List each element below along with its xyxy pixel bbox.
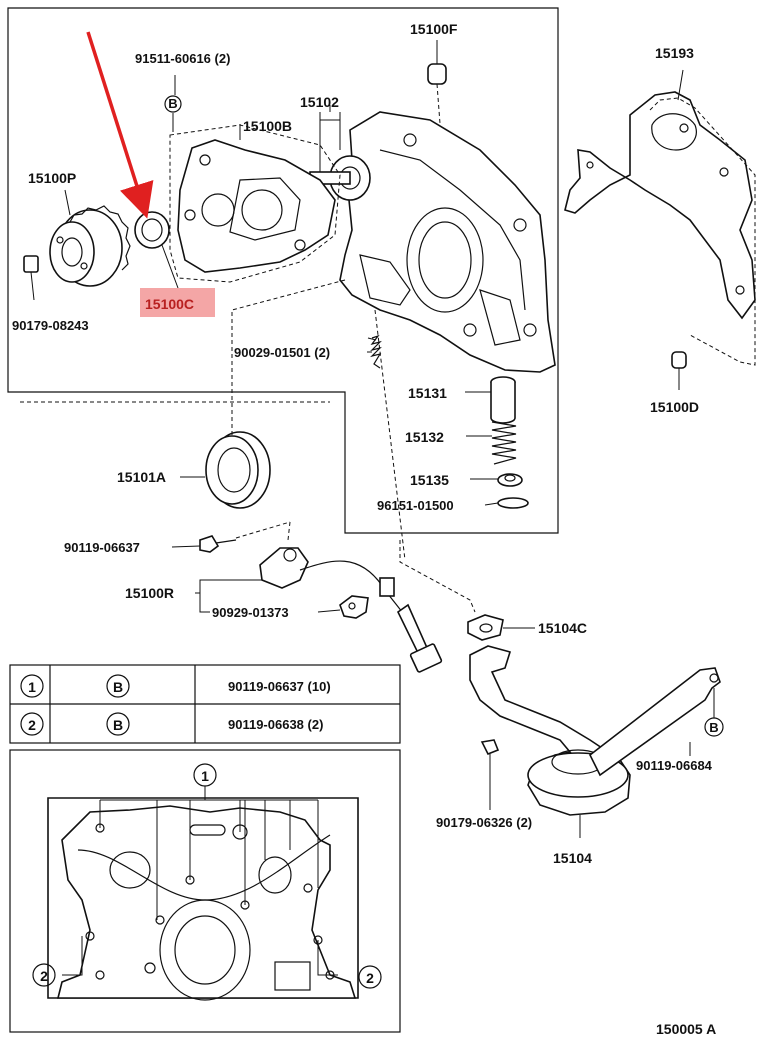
strainer-15104 <box>469 645 721 838</box>
bolt-90179-06326 <box>480 739 500 810</box>
label-15100C: 15100C <box>145 296 194 312</box>
pin-90029-01501 <box>367 334 382 369</box>
red-arrow-indicator <box>86 31 154 219</box>
row2-number-circle <box>20 712 44 736</box>
label-91511-60616: 91511-60616 (2) <box>135 51 230 66</box>
screw-90179-08243 <box>23 255 39 301</box>
row1-symbol-circle <box>106 674 130 698</box>
row1-number: 1 <box>28 679 36 695</box>
label-15104C: 15104C <box>538 620 587 636</box>
main-assembly-frame <box>7 7 559 534</box>
label-15100R: 15100R <box>125 585 174 601</box>
label-15100F: 15100F <box>410 21 458 37</box>
label-15135: 15135 <box>410 472 449 488</box>
sensor-15100R <box>259 547 443 673</box>
gasket-15193 <box>564 91 756 320</box>
label-90119-06637: 90119-06637 <box>64 540 140 555</box>
diagram-reference-code: 150005 A <box>656 1021 716 1037</box>
bracket-15102 <box>319 112 341 121</box>
bolt-leaders-2 <box>62 936 338 976</box>
label-15100D: 15100D <box>650 399 699 415</box>
view-callout-2-right-label: 2 <box>366 970 374 986</box>
label-15102: 15102 <box>300 94 339 110</box>
row2-symbol: B <box>113 717 123 733</box>
bolt-location-frame <box>9 749 401 1033</box>
callout-b-top-label: B <box>168 96 177 111</box>
bracket-15100R <box>195 579 262 613</box>
highlight-15100C <box>140 288 215 317</box>
gear-15100P <box>49 189 131 287</box>
retainer-15135 <box>470 473 523 487</box>
label-96151-01500: 96151-01500 <box>377 498 454 513</box>
spring-15132 <box>466 421 517 465</box>
label-15100P: 15100P <box>28 170 76 186</box>
label-15132: 15132 <box>405 429 444 445</box>
view-callout-2-left-label: 2 <box>40 968 48 984</box>
label-15193: 15193 <box>655 45 694 61</box>
label-15104: 15104 <box>553 850 592 866</box>
view-callout-2-left <box>32 963 56 987</box>
bolt-90119-06637 <box>171 521 291 553</box>
label-15100B: 15100B <box>243 118 292 134</box>
label-90029-01501: 90029-01501 (2) <box>234 345 330 360</box>
label-90119-06684: 90119-06684 <box>636 758 713 773</box>
gasket-dash-outline <box>649 97 756 366</box>
pin-15100F <box>427 40 447 151</box>
label-90179-08243: 90179-08243 <box>12 318 89 333</box>
bolt-location-view <box>47 797 359 1001</box>
gasket-15104C <box>467 614 535 641</box>
bolt-leaders-1 <box>99 799 319 920</box>
cover-15100B <box>177 139 336 273</box>
row2-part: 90119-06638 (2) <box>228 717 323 732</box>
label-15101A: 15101A <box>117 469 166 485</box>
label-15131: 15131 <box>408 385 447 401</box>
callout-b-right-label: B <box>709 720 718 735</box>
snap-ring-96151-01500 <box>484 497 529 509</box>
view-callout-2-right <box>358 965 382 989</box>
row2-symbol-circle <box>106 712 130 736</box>
row1-symbol: B <box>113 679 123 695</box>
row1-number-circle <box>20 674 44 698</box>
seal-15100C <box>134 211 179 289</box>
callout-b-top <box>164 95 182 113</box>
pin-15100D <box>671 351 687 390</box>
view-callout-1-label: 1 <box>201 768 209 784</box>
label-90929-01373: 90929-01373 <box>212 605 289 620</box>
leader-15193 <box>677 69 684 101</box>
label-90179-06326: 90179-06326 (2) <box>436 815 532 830</box>
oil-pump-body-15102 <box>309 111 556 373</box>
clip-90929-01373 <box>317 595 369 619</box>
dash-15104C <box>399 540 476 613</box>
row2-number: 2 <box>28 717 36 733</box>
legend-table: 1 B 90119-06637 (10) 2 B 90119-06638 (2) <box>9 664 401 744</box>
row1-part: 90119-06637 (10) <box>228 679 331 694</box>
valve-15131 <box>465 376 516 424</box>
oil-seal-15101A <box>180 431 271 509</box>
dash-90029 <box>374 309 406 561</box>
